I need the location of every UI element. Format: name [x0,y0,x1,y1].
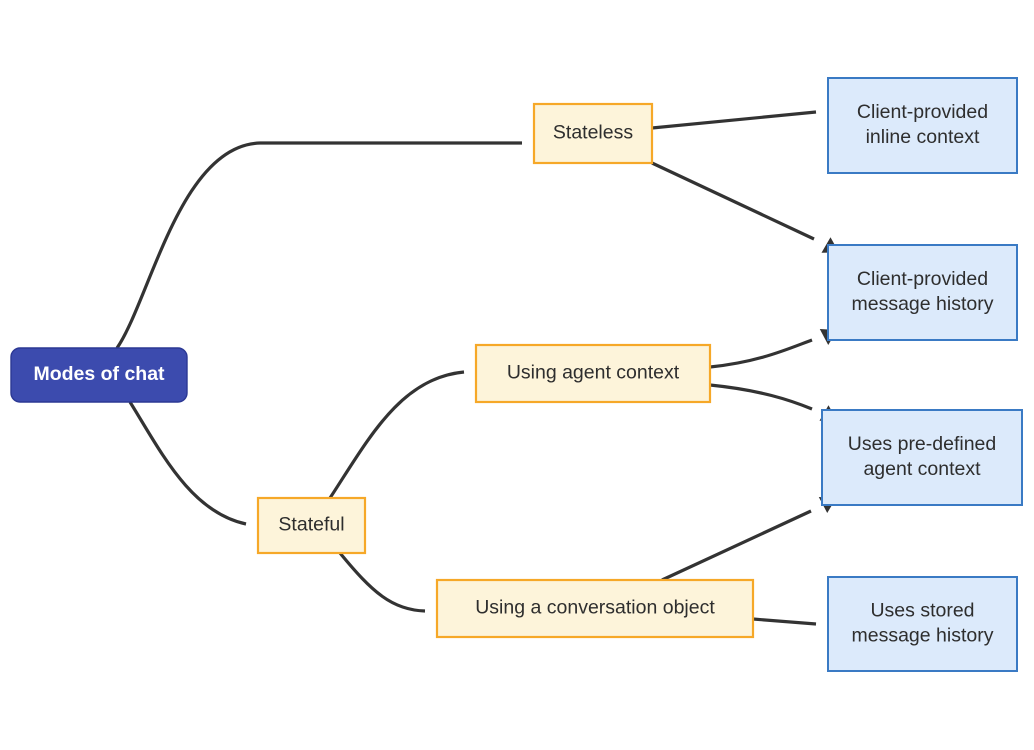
node-box[interactable] [532,102,654,165]
node-box[interactable] [821,409,1023,506]
node-stored-message-history[interactable]: Uses stored message history [827,576,1018,672]
edge-line [661,509,812,582]
edge-line [338,551,426,613]
edge-conversation-object-to-predefined-agent-context [661,497,837,582]
edge-line [328,370,465,499]
node-label-line: Stateless [553,122,633,144]
node-box[interactable] [10,347,188,403]
node-label: Using a conversation object [475,597,715,619]
node-predefined-agent-context[interactable]: Uses pre-defined agent context [821,409,1023,506]
node-label-line: inline context [866,126,980,148]
edge-stateless-to-inline-context [651,102,843,130]
node-conversation-object[interactable]: Using a conversation object [435,578,755,639]
node-box[interactable] [474,343,712,404]
node-label: Uses pre-defined agent context [848,433,997,480]
edge-stateful-to-agent-context [328,362,491,499]
node-inline-context[interactable]: Client-provided inline context [827,77,1018,174]
node-label: Modes of chat [33,363,165,385]
node-label-line: Client-provided [857,268,988,290]
node-label-line: Modes of chat [33,363,165,385]
node-stateless[interactable]: Stateless [532,102,654,165]
node-root[interactable]: Modes of chat [10,347,188,403]
node-box[interactable] [827,576,1018,672]
node-label: Using agent context [507,362,680,384]
edge-line [709,338,813,369]
edge-root-to-stateless [115,134,549,349]
node-box[interactable] [827,244,1018,341]
edge-line [752,617,817,626]
node-box[interactable] [256,496,367,555]
node-label: Stateful [278,514,344,536]
edge-agent-context-to-message-history [709,329,838,369]
node-label-line: Using agent context [507,362,680,384]
node-label: Stateless [553,122,633,144]
edge-line [651,110,817,130]
node-stateful[interactable]: Stateful [256,496,367,555]
node-label: Client-provided message history [852,268,994,315]
node-box[interactable] [827,77,1018,174]
edge-line [651,161,815,241]
edge-stateful-to-conversation-object [338,551,452,620]
node-label: Client-provided inline context [857,101,988,148]
node-label-line: Using a conversation object [475,597,715,619]
edge-line [709,383,813,411]
edge-line [128,401,247,526]
node-label: Uses stored message history [852,600,994,647]
node-box[interactable] [435,578,755,639]
node-label-line: Client-provided [857,101,988,123]
node-label-line: Uses pre-defined [848,433,997,455]
node-label-line: message history [852,293,994,315]
edge-line [115,141,522,349]
node-label-line: agent context [863,458,981,480]
node-agent-context[interactable]: Using agent context [474,343,712,404]
edge-root-to-stateful [128,401,273,534]
node-label-line: Stateful [278,514,344,536]
edge-stateless-to-message-history [651,161,839,253]
node-label-line: Uses stored [870,600,974,622]
node-label-line: message history [852,625,994,647]
node-message-history[interactable]: Client-provided message history [827,244,1018,341]
